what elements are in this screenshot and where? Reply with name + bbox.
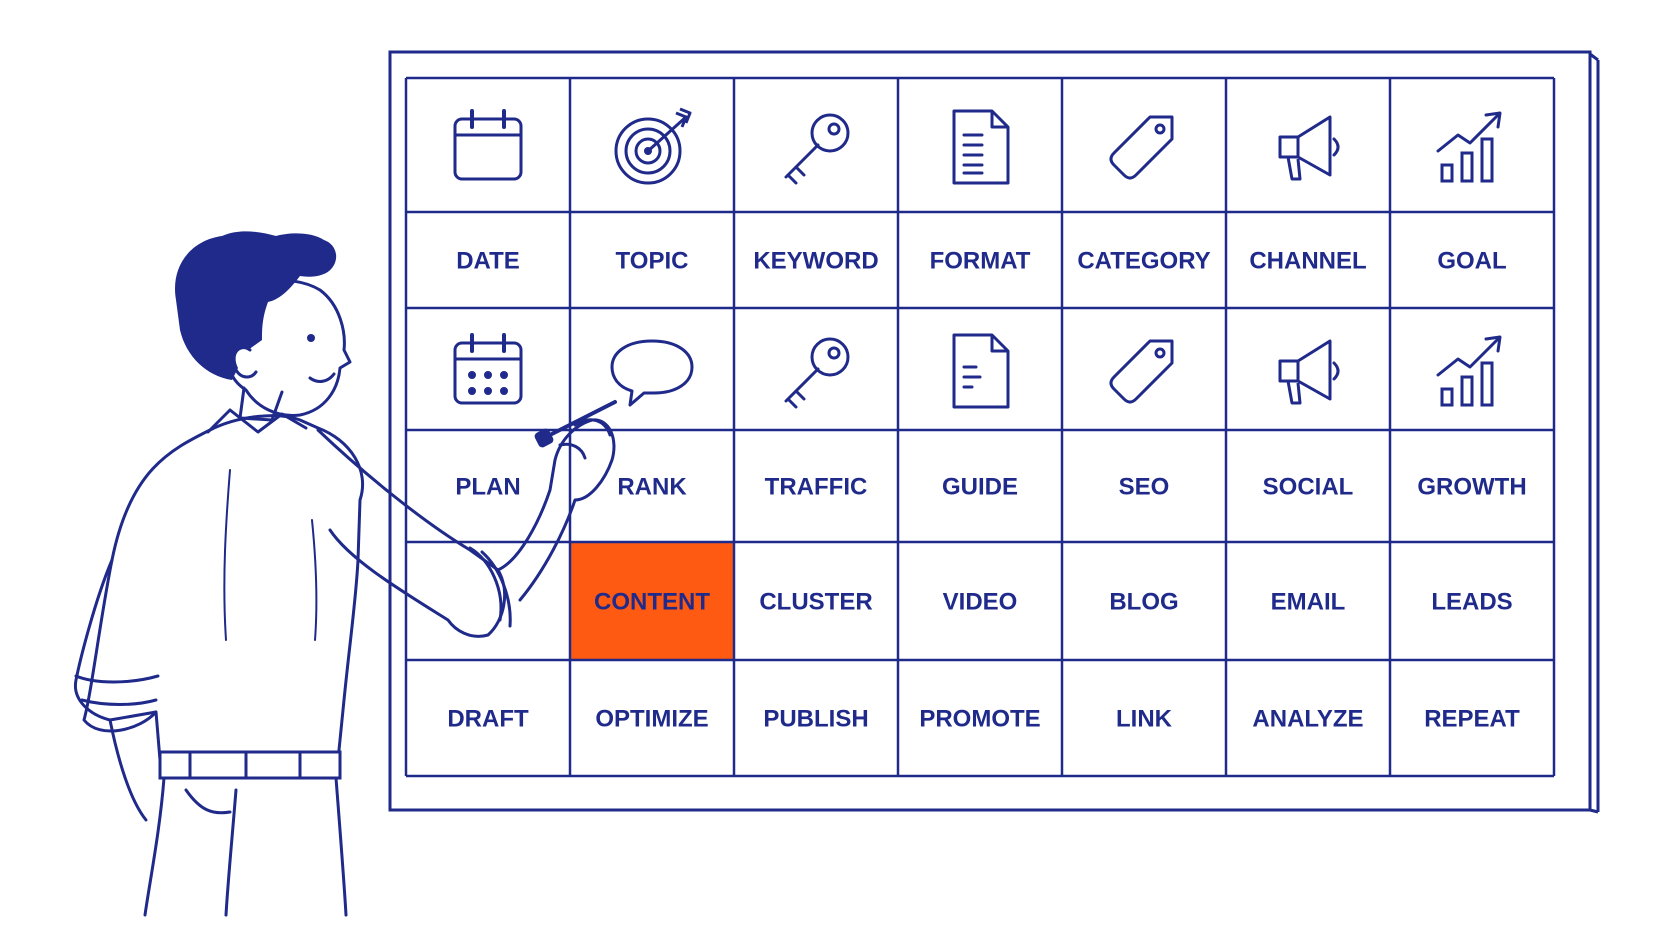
cell-label-text: PUBLISH	[763, 705, 868, 732]
grid-cell-icon	[1109, 115, 1174, 180]
tag-icon	[1109, 339, 1174, 404]
cell-label-text: GROWTH	[1417, 473, 1526, 500]
grid-cell-label: CLUSTER	[759, 588, 872, 615]
grid-cell-label: GROWTH	[1417, 473, 1526, 500]
calendar-icon	[453, 109, 523, 181]
key-icon	[784, 113, 850, 185]
target-icon	[614, 107, 692, 185]
cell-label-text: KEYWORD	[753, 247, 878, 274]
cell-label-text: FORMAT	[930, 247, 1031, 274]
megaphone-icon	[1278, 339, 1340, 405]
grid-cell-label: KEYWORD	[753, 247, 878, 274]
grid-cell-label: BLOG	[1109, 588, 1178, 615]
highlighted-cell	[570, 542, 734, 660]
growth-chart-icon	[1436, 335, 1502, 407]
grid-cell-icon	[784, 337, 850, 409]
cell-label-text: LEADS	[1431, 588, 1512, 615]
grid-cell-icon	[952, 333, 1010, 409]
grid-cell-icon	[952, 109, 1010, 185]
grid-cell-label: PLAN	[455, 473, 520, 500]
grid-cell-icon	[453, 333, 523, 405]
cell-label-text: SEO	[1119, 473, 1170, 500]
document-icon	[952, 109, 1010, 185]
cell-label-text: DATE	[456, 247, 520, 274]
grid-cell-label: TOPIC	[616, 247, 689, 274]
growth-chart-icon	[1436, 111, 1502, 183]
grid-cell-icon	[610, 339, 694, 407]
grid-cell-label: LEADS	[1431, 588, 1512, 615]
document-icon	[952, 333, 1010, 409]
cell-label-text: GUIDE	[942, 473, 1018, 500]
grid-cell-label: SEO	[1119, 473, 1170, 500]
tag-icon	[1109, 115, 1174, 180]
cell-label-text: PROMOTE	[919, 705, 1040, 732]
grid-cell-icon	[614, 107, 692, 185]
grid-cell-label: SOCIAL	[1263, 473, 1354, 500]
grid-cell-label: VIDEO	[943, 588, 1018, 615]
cell-label-text: DRAFT	[447, 705, 529, 732]
cell-label-text: SOCIAL	[1263, 473, 1354, 500]
grid-cell-icon	[1109, 339, 1174, 404]
cell-label-text: REPEAT	[1424, 705, 1520, 732]
grid-cell-label: RANK	[617, 473, 687, 500]
grid-cell-label: EMAIL	[1271, 588, 1346, 615]
grid-cell-label: CHANNEL	[1249, 247, 1366, 274]
grid-cell-label: CONTENT	[570, 542, 734, 660]
man-with-marker-icon	[73, 231, 617, 917]
cell-label-text: OPTIMIZE	[595, 705, 708, 732]
cell-label-text: GOAL	[1437, 247, 1506, 274]
grid-cell-icon	[1436, 111, 1502, 183]
grid-cell-label: PUBLISH	[763, 705, 868, 732]
cell-label-text: EMAIL	[1271, 588, 1346, 615]
cell-label-text: RANK	[617, 473, 687, 500]
cell-label-text: TOPIC	[616, 247, 689, 274]
grid-cell-label: DATE	[456, 247, 520, 274]
grid-cell-label: LINK	[1116, 705, 1173, 732]
megaphone-icon	[1278, 115, 1340, 181]
cell-label-text: ANALYZE	[1252, 705, 1363, 732]
cell-label-text: CHANNEL	[1249, 247, 1366, 274]
grid-cell-label: DRAFT	[447, 705, 529, 732]
grid-cell-icon	[1278, 339, 1340, 405]
grid-cell-label: CATEGORY	[1077, 247, 1210, 274]
grid-cell-label: GOAL	[1437, 247, 1506, 274]
speech-bubble-icon	[610, 339, 694, 407]
cell-label-text: CONTENT	[594, 588, 710, 615]
cell-label-text: PLAN	[455, 473, 520, 500]
cell-label-text: CATEGORY	[1077, 247, 1210, 274]
grid-cell-icon	[784, 113, 850, 185]
cell-label-text: CLUSTER	[759, 588, 872, 615]
cell-label-text: TRAFFIC	[765, 473, 868, 500]
cell-label-text: BLOG	[1109, 588, 1178, 615]
cell-label-text: LINK	[1116, 705, 1173, 732]
grid-cell-label: TRAFFIC	[765, 473, 868, 500]
grid-cell-icon	[453, 109, 523, 181]
content-calendar-grid: DATE TOPIC KEYWORD FORMAT CATEGORY CHANNEL GOA…	[404, 76, 1556, 778]
key-icon	[784, 337, 850, 409]
grid-cell-label: PROMOTE	[919, 705, 1040, 732]
grid-cell-label: GUIDE	[942, 473, 1018, 500]
grid-cell-icon	[1278, 115, 1340, 181]
cell-label-text: VIDEO	[943, 588, 1018, 615]
calendar-grid-icon	[453, 333, 523, 405]
grid-cell-label: REPEAT	[1424, 705, 1520, 732]
grid-cell-label: FORMAT	[930, 247, 1031, 274]
grid-cell-icon	[1436, 335, 1502, 407]
grid-cell-label: OPTIMIZE	[595, 705, 708, 732]
grid-cell-label: ANALYZE	[1252, 705, 1363, 732]
